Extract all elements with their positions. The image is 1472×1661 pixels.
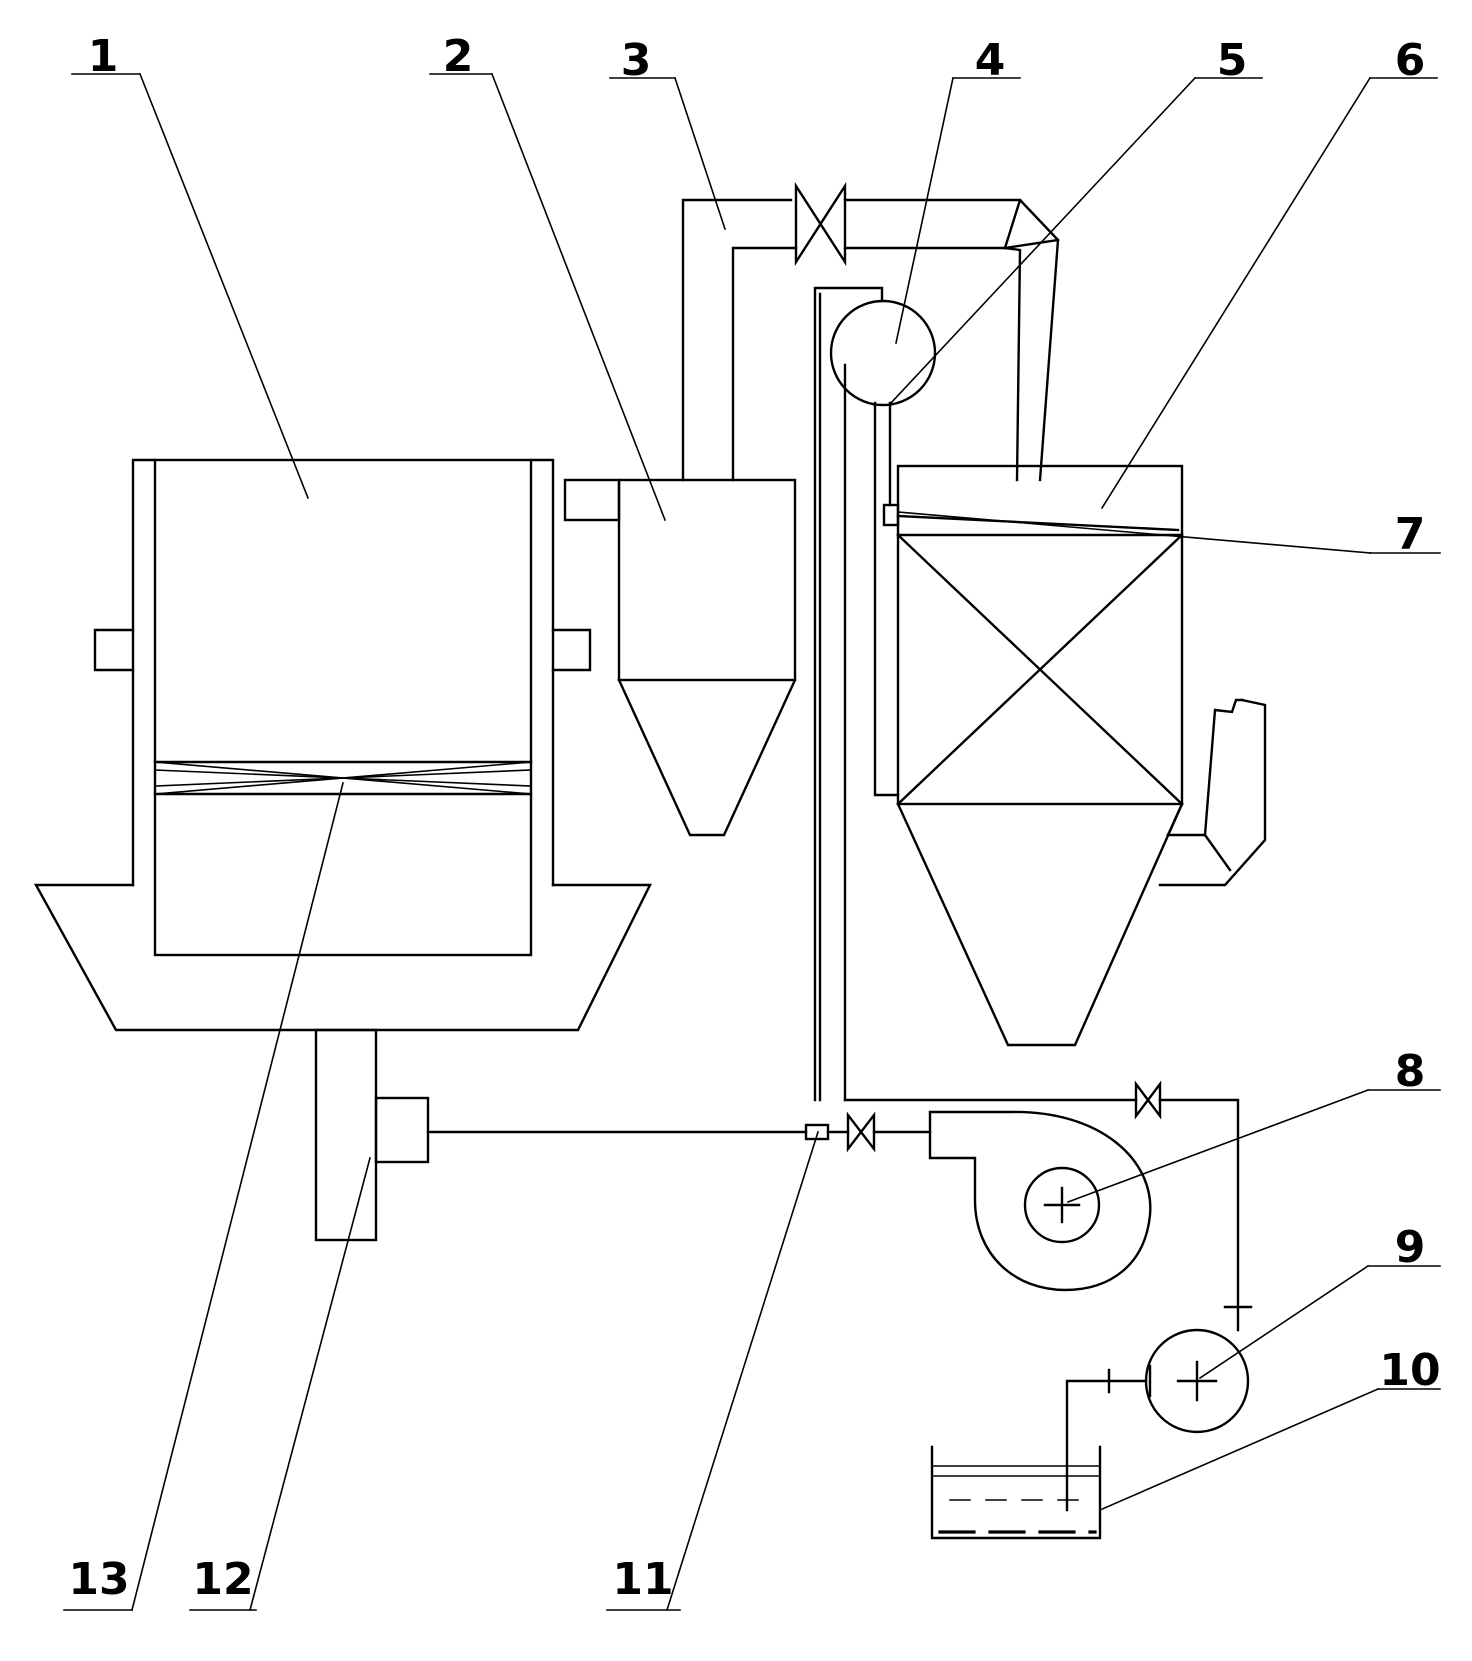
callout-8: 8 (1395, 1046, 1426, 1097)
upper-duct (681, 198, 1060, 482)
callout-11: 11 (612, 1554, 673, 1605)
callout-13: 13 (68, 1554, 129, 1605)
centrifugal-fan (928, 1110, 1152, 1292)
liquid-tank (930, 1445, 1102, 1540)
callout-12: 12 (192, 1554, 253, 1605)
callout-9: 9 (1395, 1222, 1426, 1273)
nozzle-line (873, 401, 900, 797)
scrubber-tower (896, 464, 1184, 1047)
circulation-pump (1065, 1328, 1250, 1512)
duct-valve (794, 181, 847, 267)
callout-1: 1 (88, 31, 119, 82)
callout-2: 2 (443, 31, 474, 82)
callout-5: 5 (1217, 35, 1248, 86)
vessel-grid-band (153, 760, 533, 796)
callouts: 1 2 3 4 5 6 7 8 9 10 (63, 31, 1441, 1612)
cyclone-separator (563, 478, 797, 837)
callout-7: 7 (1395, 509, 1426, 560)
distributor-plate (896, 514, 1180, 532)
exhaust-stack (1158, 698, 1267, 887)
callout-3: 3 (621, 35, 652, 86)
callout-10: 10 (1379, 1345, 1440, 1396)
callout-6: 6 (1395, 35, 1426, 86)
return-line (843, 1080, 1253, 1332)
spray-tank (813, 286, 937, 1102)
main-vessel (33, 458, 652, 1032)
callout-4: 4 (975, 35, 1006, 86)
lower-outlet-housing (314, 1028, 430, 1242)
feed-line (426, 1111, 932, 1153)
